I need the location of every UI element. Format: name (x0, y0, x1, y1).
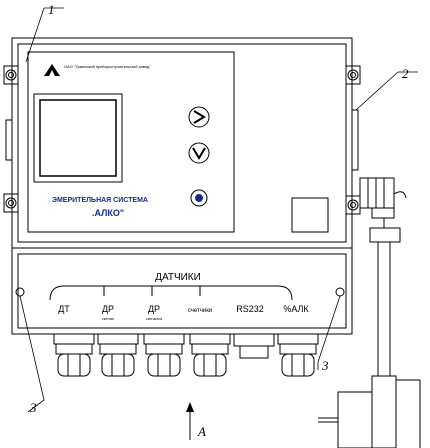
sensors-title: ДАТЧИКИ (155, 272, 201, 283)
callout-3a-leader (19, 295, 45, 401)
side-latch-right (351, 109, 359, 171)
sensor-bracket (49, 285, 293, 301)
callout-3-left: 3 (29, 400, 37, 415)
terminal-labels: ДТ ДР сигнал ДР сигнализ счетчики RS232 %АЛК (58, 304, 309, 321)
side-cable-gland (318, 177, 421, 448)
terminal-housing (11, 247, 353, 335)
terminal-housing-inner (17, 253, 347, 329)
callout-2-leader (355, 71, 399, 111)
nameplate (291, 197, 329, 233)
cable-gland (53, 333, 95, 377)
cable-glands (53, 333, 319, 377)
terminal-label-6: %АЛК (283, 304, 309, 314)
down-arrow-button-ring (188, 142, 210, 164)
callout-2: 2 (402, 66, 409, 81)
hinge-right-top (345, 65, 361, 85)
side-cable-hook (393, 191, 407, 199)
terminal-label-2: ДР (102, 304, 114, 314)
status-led-icon (195, 194, 203, 202)
terminal-label-4: счетчики (188, 308, 212, 314)
terminal-sublabel-2: сигнал (102, 316, 115, 321)
company-name: ОАО "Уральский приборостроительный завод… (64, 64, 151, 69)
terminal-label-1: ДТ (58, 304, 70, 314)
right-arrow-button-ring (188, 106, 210, 128)
system-name: ЭМЕРИТЕЛЬНАЯ СИСТЕМА (52, 197, 148, 204)
hinge-right-bottom (345, 195, 361, 215)
side-latch-left (5, 119, 13, 161)
status-led-outer (190, 189, 208, 207)
company-logo-icon (44, 64, 60, 76)
hinge-left-top (3, 65, 19, 85)
enclosure-top-body (11, 37, 353, 249)
callout-3a-shelf (27, 399, 45, 413)
display-bezel (33, 93, 123, 183)
view-arrow-icon (186, 402, 194, 412)
terminal-screw-right (335, 287, 345, 297)
down-arrow-icon[interactable] (192, 147, 206, 160)
terminal-screw-left (15, 287, 25, 297)
product-name: .АЛКО" (92, 208, 124, 218)
enclosure-inner-frame (17, 43, 347, 243)
cable-gland (189, 333, 231, 377)
terminal-sublabel-3: сигнализ (146, 316, 163, 321)
hinge-left-bottom (3, 193, 19, 213)
cable-gland (143, 333, 185, 377)
display-screen (39, 99, 117, 177)
terminal-label-5: RS232 (236, 304, 264, 314)
callout-1: 1 (48, 2, 55, 17)
cable-gland (97, 333, 139, 377)
callout-3-right: 3 (321, 358, 329, 373)
rs232-connector (233, 333, 275, 359)
cable-gland (277, 333, 319, 377)
view-label: A (197, 424, 206, 439)
callout-3b-leader (317, 295, 341, 363)
terminal-label-3: ДР (148, 304, 160, 314)
callout-1-leader (25, 7, 45, 63)
right-arrow-icon[interactable] (193, 110, 206, 124)
front-panel (27, 51, 235, 233)
